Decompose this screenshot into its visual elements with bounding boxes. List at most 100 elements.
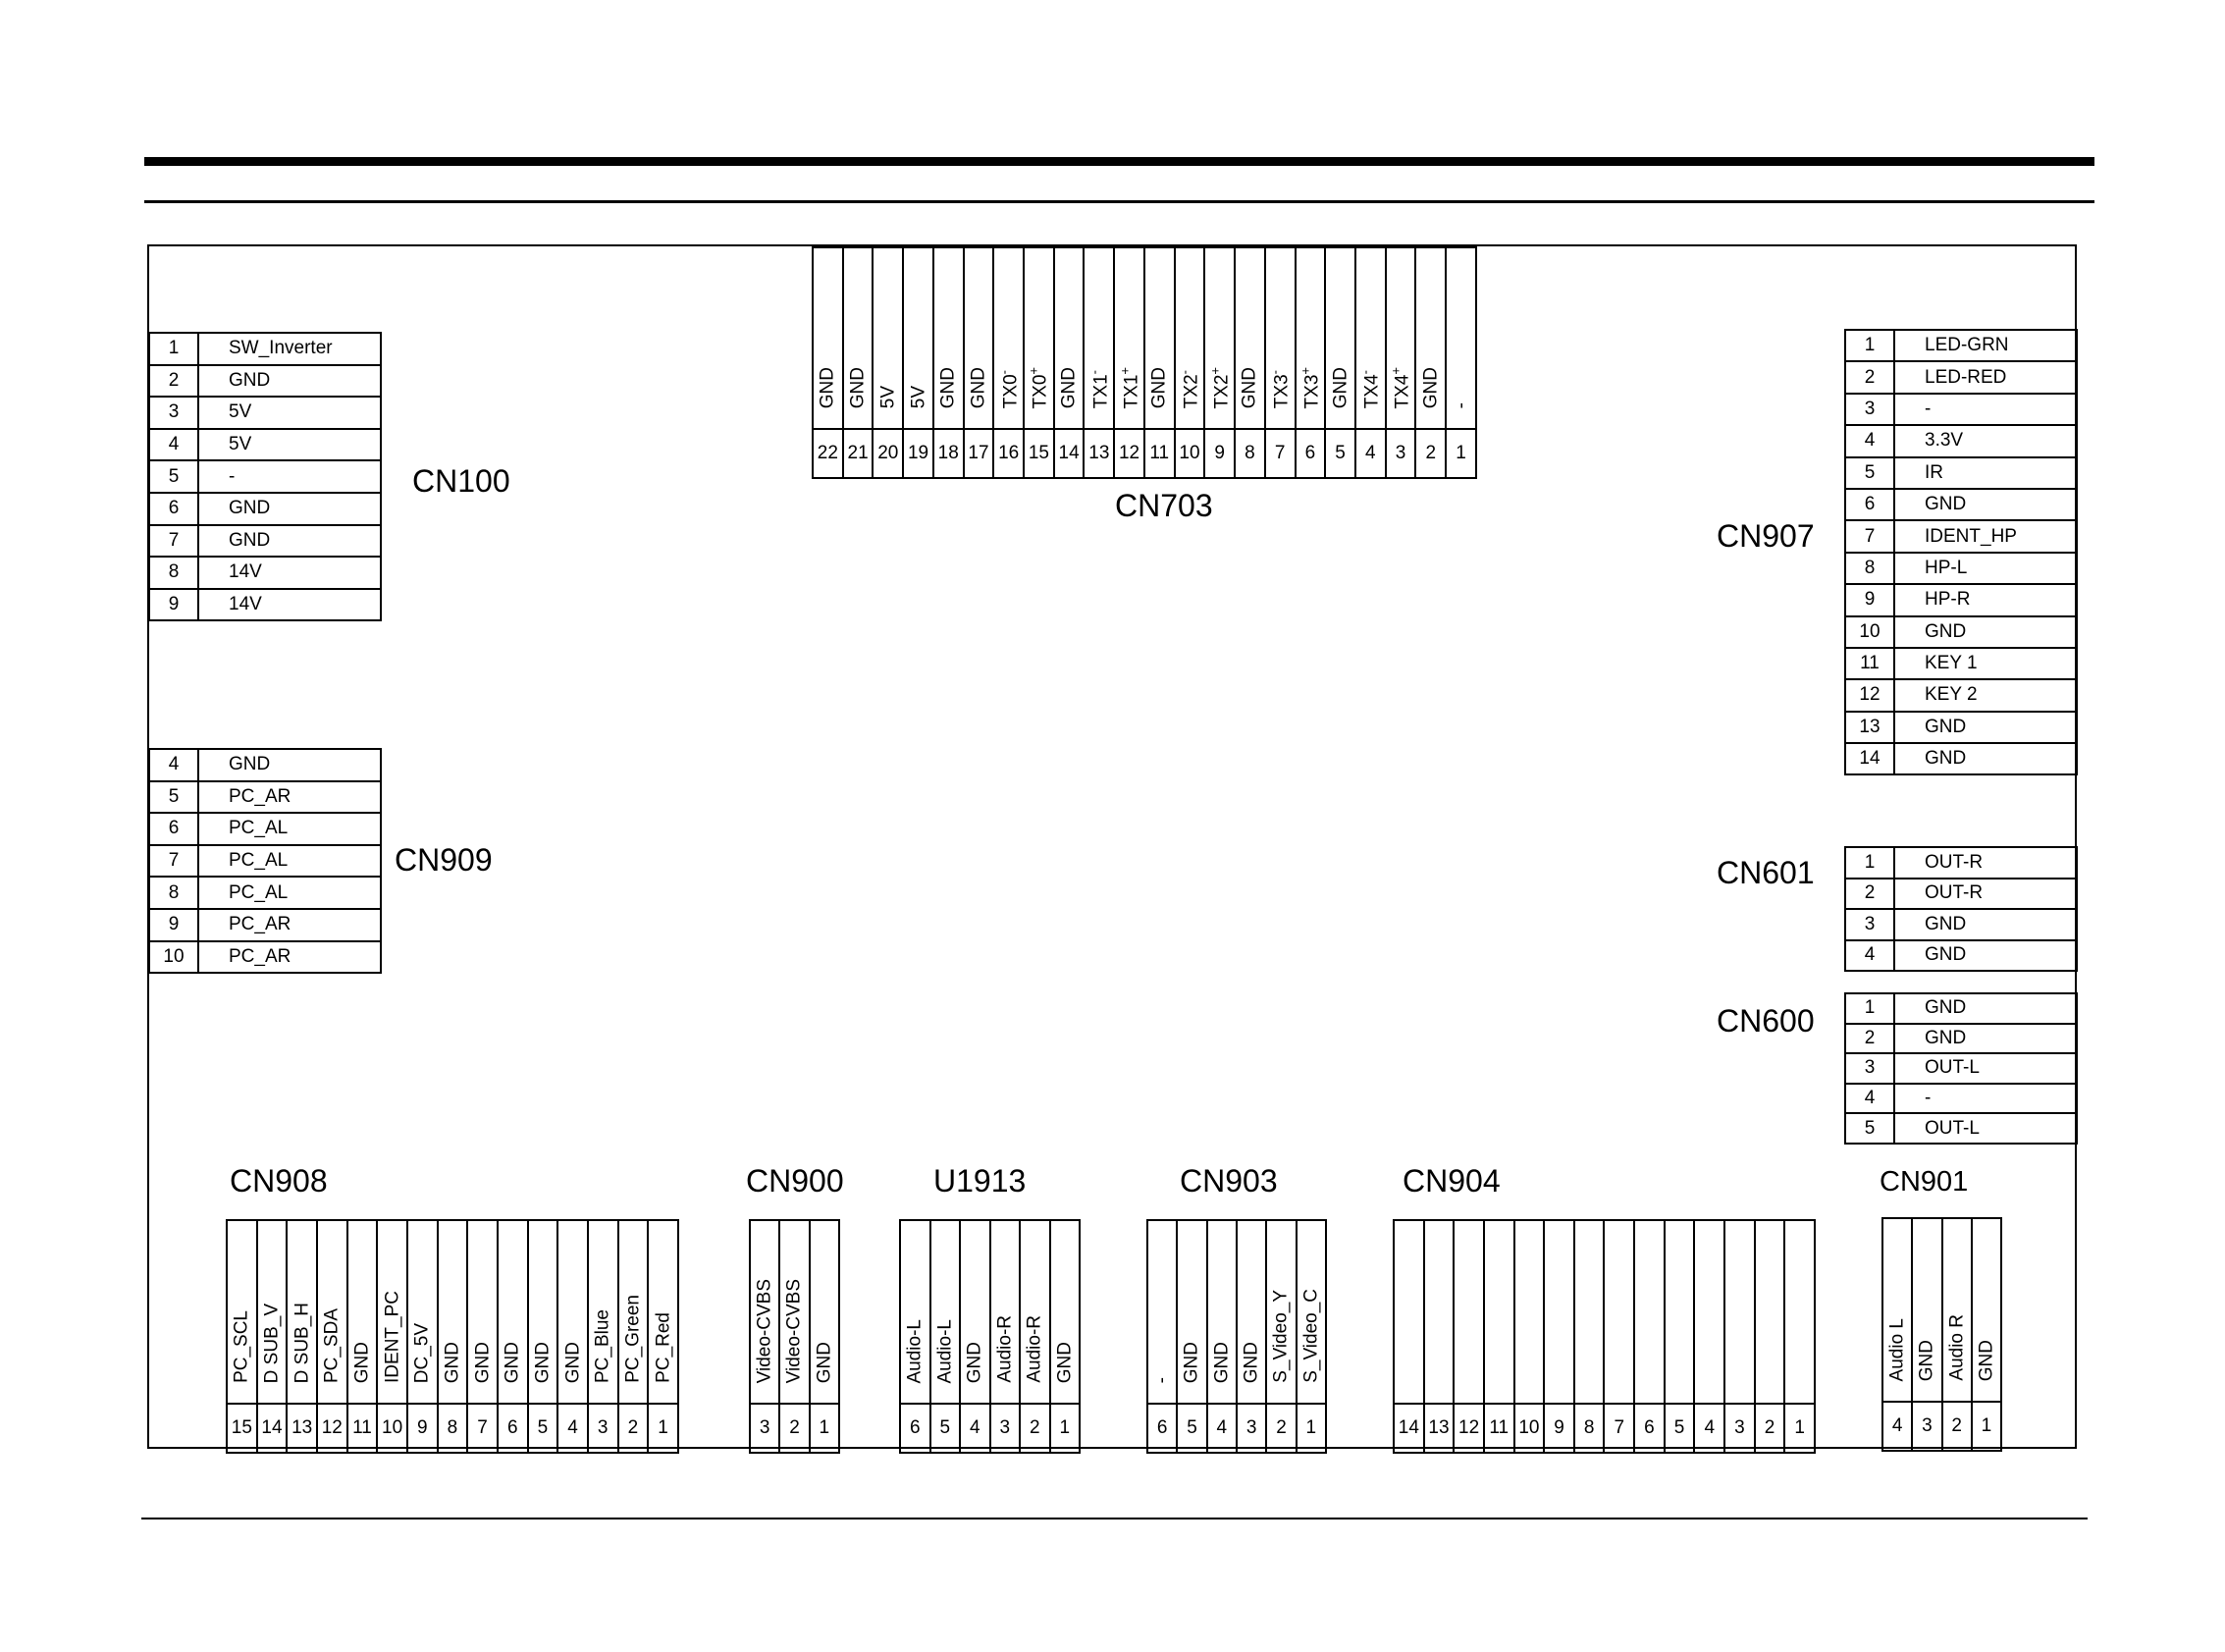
cn903-pin-signal: GND xyxy=(1181,1341,1202,1383)
cn903-pin-number: 6 xyxy=(1145,1403,1179,1454)
cn907-title: CN907 xyxy=(1717,518,1815,554)
cn903-pin-signal-cell: S_Video_Y xyxy=(1265,1219,1298,1405)
cn904-pin-number: 13 xyxy=(1422,1403,1456,1454)
cn600-pin-signal: GND xyxy=(1893,1022,2078,1055)
cn904-pin-signal-cell xyxy=(1543,1219,1575,1405)
cn703-pin-number: 22 xyxy=(812,428,844,479)
u1913-pin-signal: GND xyxy=(964,1341,985,1383)
cn600-pin-signal: - xyxy=(1893,1082,2078,1115)
cn703-pin-signal-cell: GND xyxy=(1052,246,1086,430)
cn904-pin-signal-cell xyxy=(1482,1219,1515,1405)
u1913-pin-signal-cell: GND xyxy=(1048,1219,1081,1405)
cn907-pin-number: 8 xyxy=(1844,551,1895,586)
cn703-pin-signal: GND xyxy=(1239,366,1260,408)
cn908-pin-signal: GND xyxy=(442,1341,463,1383)
cn904-pin-signal-cell xyxy=(1603,1219,1636,1405)
cn703-pin-signal-cell: GND xyxy=(1414,246,1448,430)
cn908-pin-signal-cell: DC_5V xyxy=(405,1219,439,1405)
cn703-pin-number: 16 xyxy=(992,428,1026,479)
cn901-pin-number: 2 xyxy=(1940,1401,1973,1452)
cn909-pin-signal: PC_AL xyxy=(197,876,382,910)
cn907-pin-number: 14 xyxy=(1844,742,1895,776)
cn703-pin-number: 9 xyxy=(1203,428,1237,479)
cn903-pin-number: 3 xyxy=(1235,1403,1268,1454)
cn904-pin-signal-cell xyxy=(1663,1219,1696,1405)
cn600-pin-number: 1 xyxy=(1844,992,1895,1025)
cn100-pin-signal: 5V xyxy=(197,427,382,462)
cn600-pin-number: 4 xyxy=(1844,1082,1895,1115)
u1913-pin-signal-cell: GND xyxy=(959,1219,991,1405)
cn703-pin-number: 11 xyxy=(1142,428,1176,479)
cn907-pin-number: 5 xyxy=(1844,455,1895,490)
cn907-pin-signal: IDENT_HP xyxy=(1893,519,2078,554)
u1913-pin-signal-cell: Audio-R xyxy=(1019,1219,1051,1405)
cn908-pin-signal-cell: GND xyxy=(526,1219,559,1405)
cn908-pin-signal-cell: PC_Red xyxy=(647,1219,679,1405)
cn908-pin-signal-cell: IDENT_PC xyxy=(376,1219,408,1405)
cn907-pin-number: 9 xyxy=(1844,583,1895,617)
cn908-pin-signal-cell: GND xyxy=(436,1219,469,1405)
u1913-pin-signal: GND xyxy=(1054,1341,1076,1383)
cn901-pin-signal: Audio R xyxy=(1946,1314,1968,1381)
cn904-pin-number: 5 xyxy=(1663,1403,1696,1454)
cn601-title: CN601 xyxy=(1717,855,1815,890)
cn904-pin-number: 4 xyxy=(1693,1403,1726,1454)
cn703-pin-signal-cell: GND xyxy=(931,246,965,430)
cn907-pin-signal: 3.3V xyxy=(1893,424,2078,458)
cn900-title: CN900 xyxy=(746,1163,844,1199)
cn904-pin-number: 14 xyxy=(1393,1403,1425,1454)
cn903-pin-number: 4 xyxy=(1205,1403,1238,1454)
cn908-pin-signal-cell: GND xyxy=(466,1219,499,1405)
cn907-pin-number: 7 xyxy=(1844,519,1895,554)
cn903-pin-signal-cell: S_Video_C xyxy=(1295,1219,1328,1405)
u1913-pin-number: 3 xyxy=(988,1403,1021,1454)
cn907-pin-number: 4 xyxy=(1844,424,1895,458)
cn909-pin-signal: PC_AR xyxy=(197,779,382,815)
cn900-pin-signal: GND xyxy=(814,1341,835,1383)
cn703-pin-signal-cell: TX2- xyxy=(1173,246,1206,430)
cn904-pin-signal-cell xyxy=(1693,1219,1726,1405)
cn904-pin-signal-cell xyxy=(1393,1219,1425,1405)
cn601-pin-signal: GND xyxy=(1893,908,2078,941)
cn903-pin-signal: - xyxy=(1151,1376,1173,1383)
cn600-pin-row: 4- xyxy=(1844,1082,2078,1115)
cn703-pin-signal: GND xyxy=(1058,366,1080,408)
u1913-pin-number: 6 xyxy=(899,1403,931,1454)
cn907-pin-row: 3- xyxy=(1844,392,2078,427)
cn901-pin-signal: GND xyxy=(1916,1339,1937,1381)
header-thick-rule xyxy=(144,157,2094,166)
cn703-pin-signal-cell: TX4- xyxy=(1353,246,1387,430)
cn903-pin-number: 5 xyxy=(1176,1403,1208,1454)
cn908-pin-number: 3 xyxy=(586,1403,619,1454)
cn909-pin-signal: GND xyxy=(197,748,382,782)
cn908-pin-number: 10 xyxy=(376,1403,408,1454)
cn703-pin-signal: TX0+ xyxy=(1026,366,1052,408)
cn909-pin-number: 10 xyxy=(148,939,199,975)
cn907-pin-signal: KEY 2 xyxy=(1893,678,2078,713)
cn903-pin-number: 2 xyxy=(1265,1403,1298,1454)
cn100-pin-number: 5 xyxy=(148,459,199,494)
u1913-pin-signal-cell: Audio-R xyxy=(988,1219,1021,1405)
